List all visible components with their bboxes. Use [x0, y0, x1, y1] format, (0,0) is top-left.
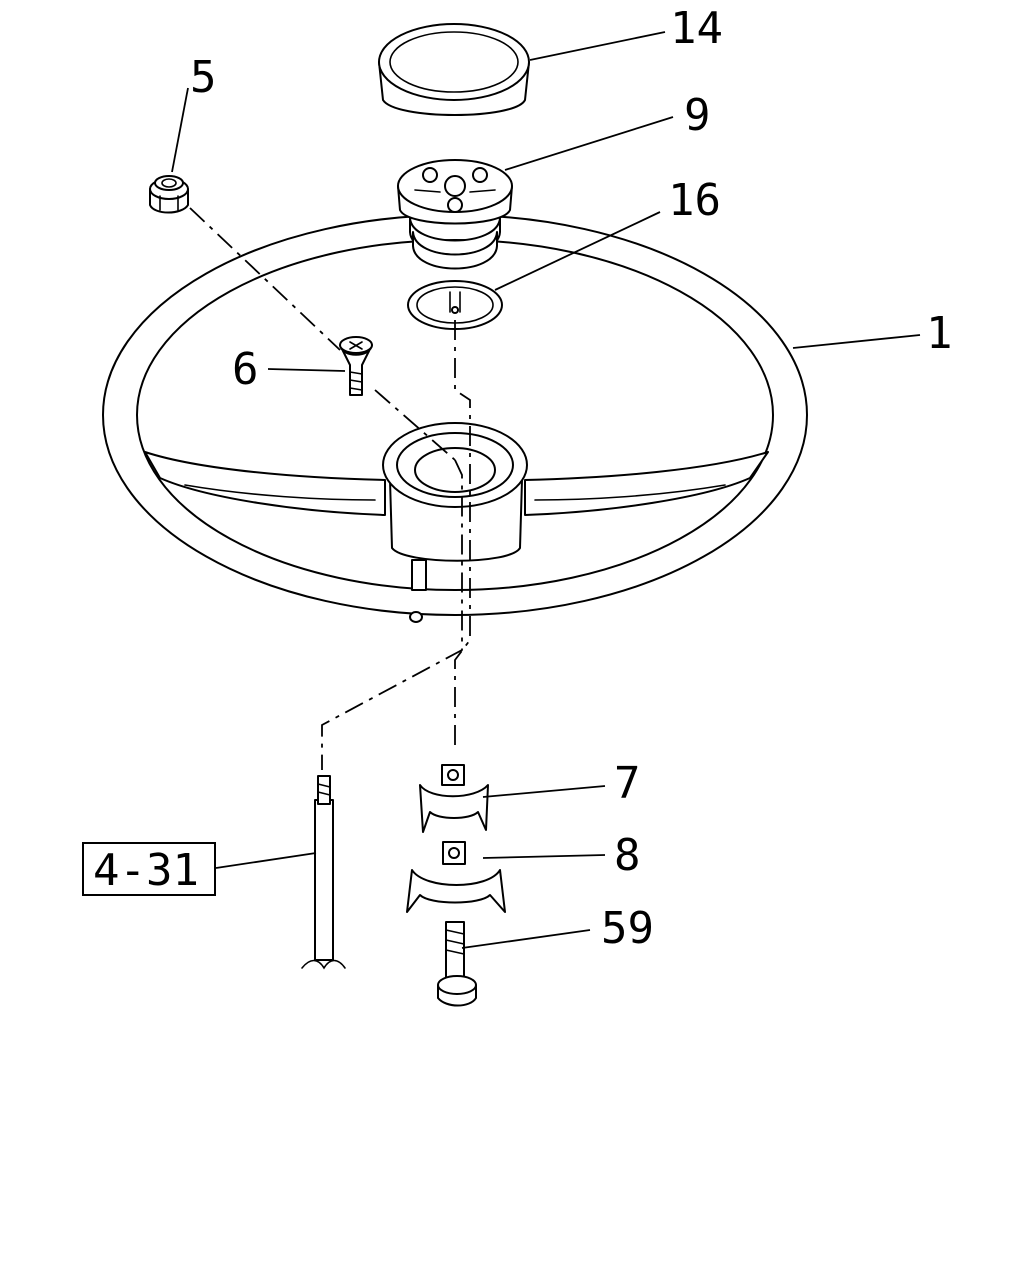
- bracket-lower: [406, 841, 506, 913]
- callout-8: 8: [614, 830, 641, 881]
- callout-6: 6: [232, 344, 259, 395]
- callout-16: 16: [668, 175, 721, 226]
- horn-cap: [378, 23, 530, 116]
- reference-box: 4-31: [82, 842, 216, 896]
- callout-9: 9: [684, 90, 711, 141]
- bolt: [437, 921, 477, 1007]
- callout-5: 5: [190, 52, 217, 103]
- callout-7: 7: [614, 758, 641, 809]
- callout-59: 59: [601, 903, 654, 954]
- nut: [149, 175, 189, 214]
- callout-1: 1: [926, 308, 953, 359]
- washer: [407, 280, 503, 330]
- leader-lines: [171, 31, 921, 949]
- callout-14: 14: [670, 3, 723, 54]
- reference-label: 4-31: [93, 845, 199, 896]
- steering-column: [301, 775, 346, 970]
- bracket-upper: [419, 764, 489, 833]
- assembly-lines: [189, 207, 471, 770]
- screw: [339, 336, 373, 396]
- horn-button-assembly: [397, 159, 513, 270]
- steering-wheel: [102, 214, 808, 623]
